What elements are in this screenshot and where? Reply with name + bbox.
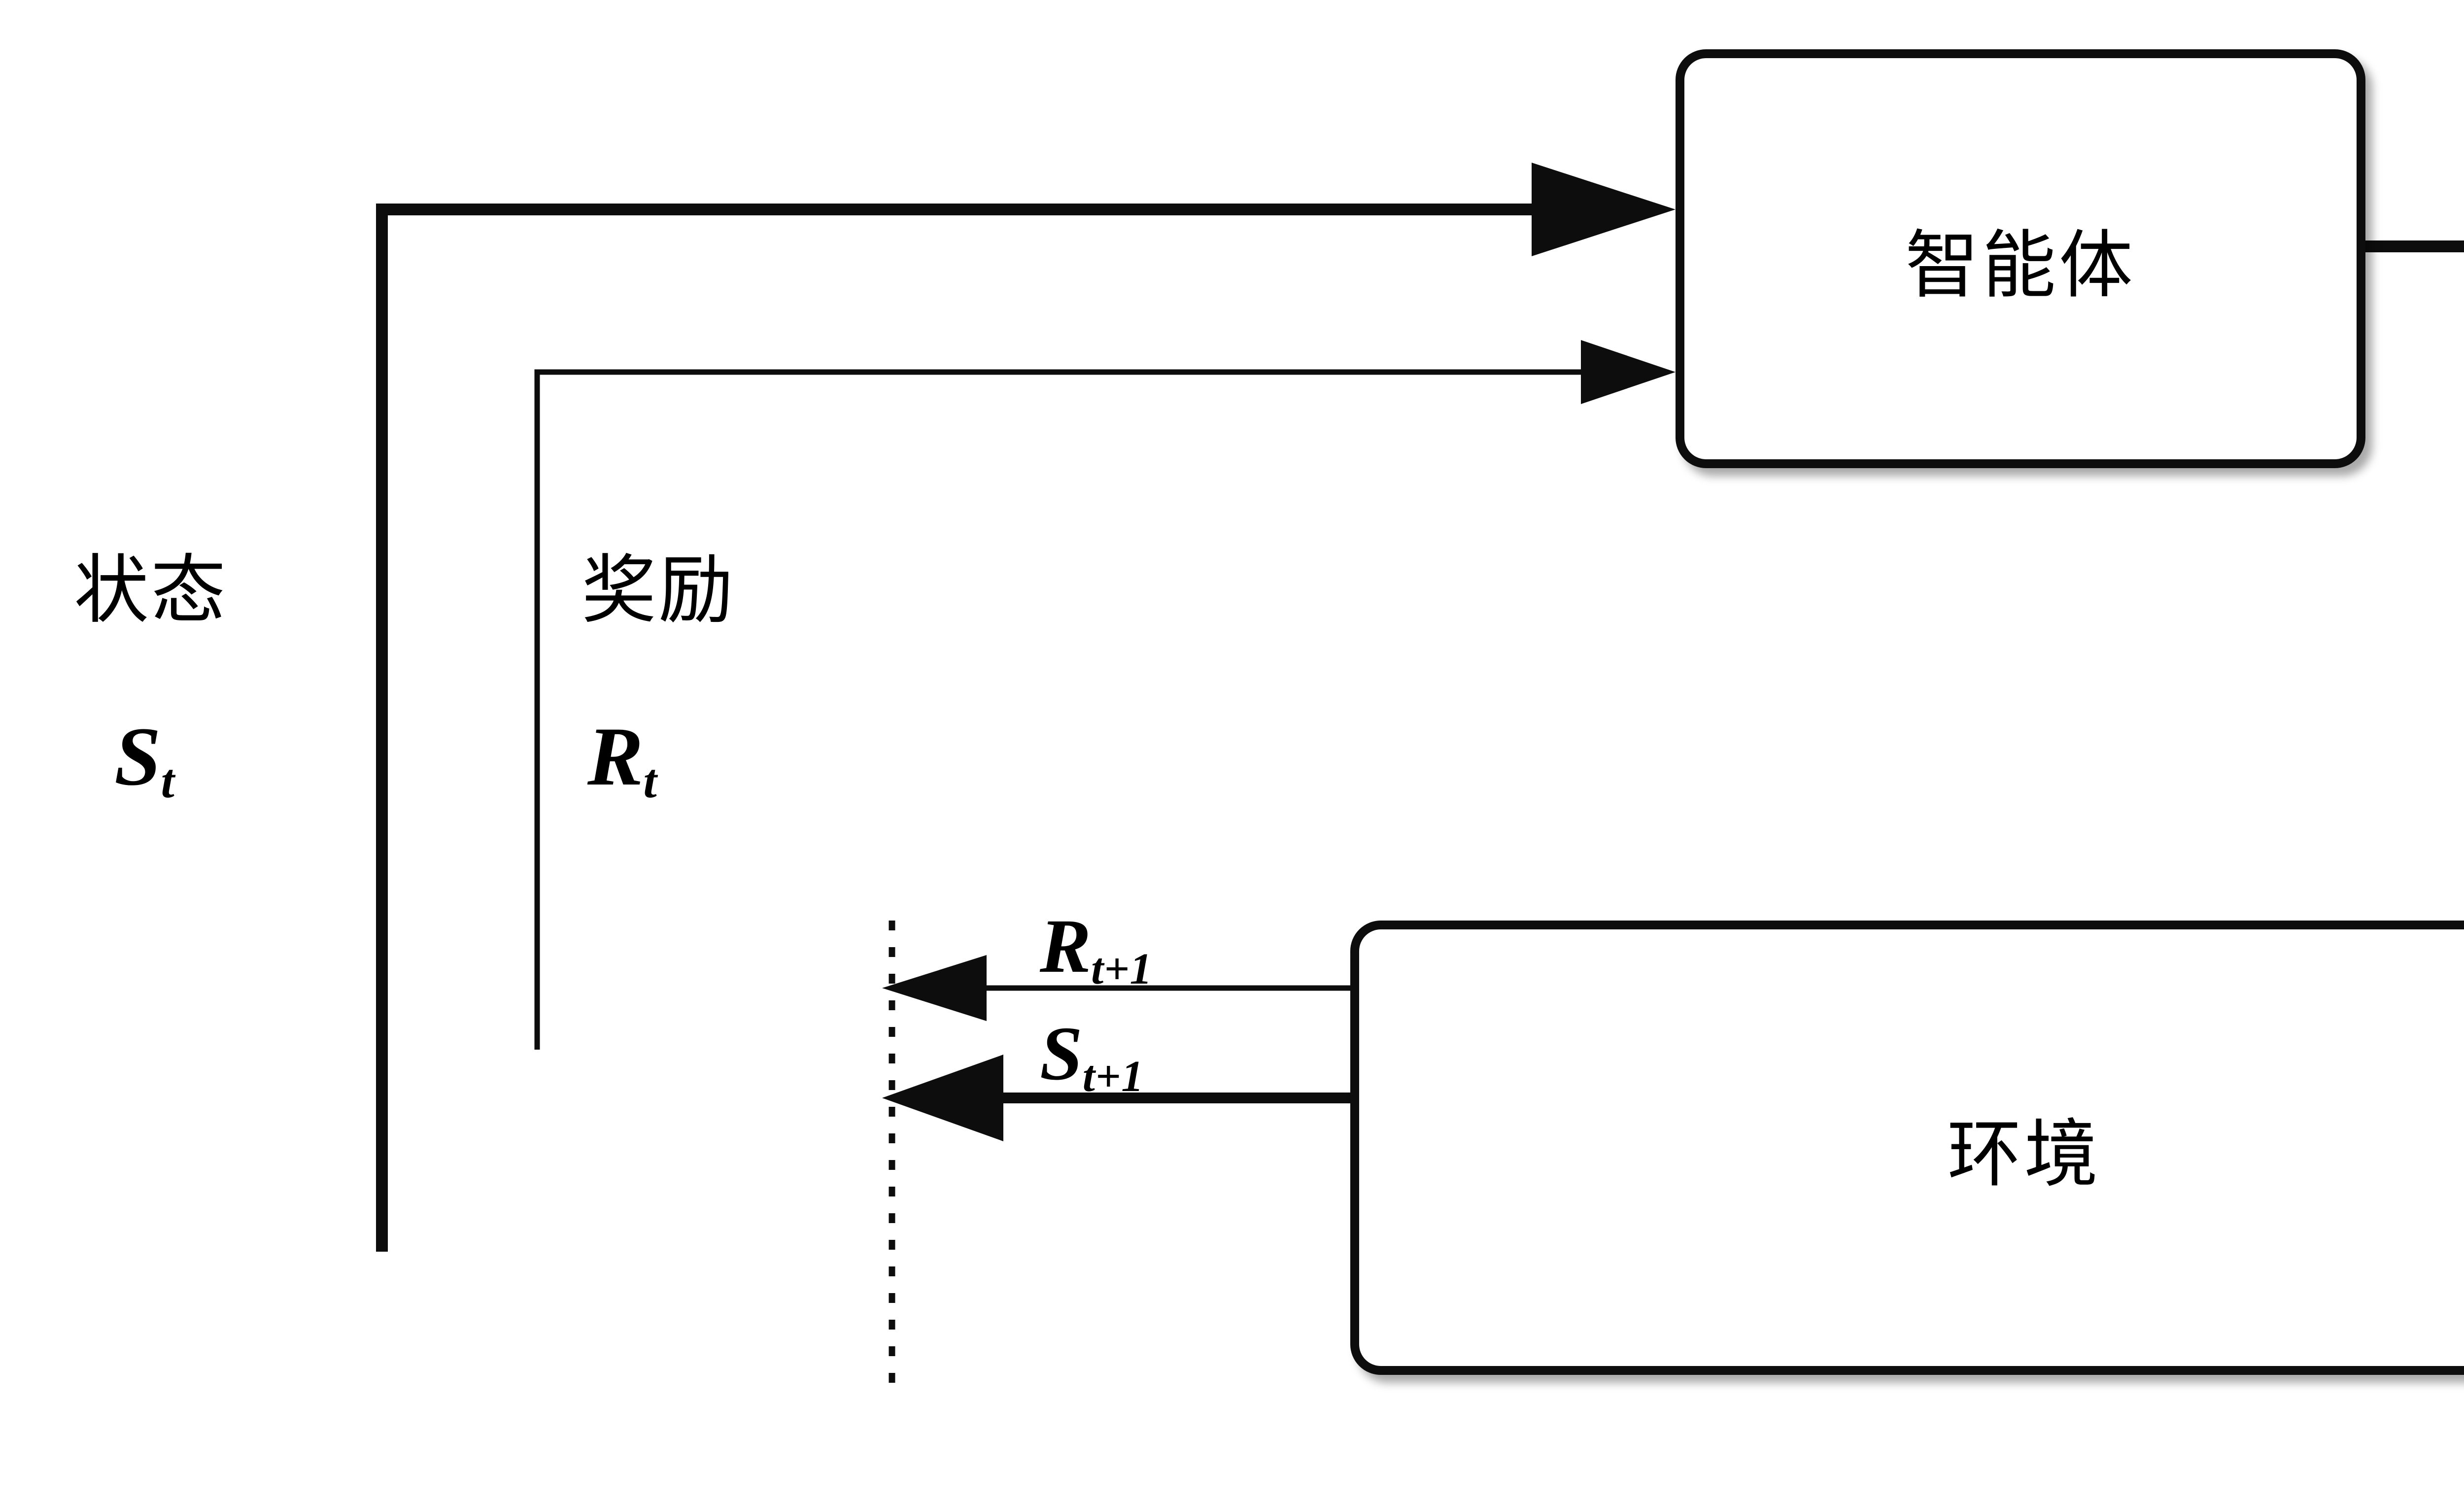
agent-node[interactable]: 智能体 bbox=[1676, 49, 2365, 468]
reward-symbol: Rt bbox=[587, 715, 657, 805]
reward-arrowhead-icon bbox=[1581, 340, 1676, 404]
environment-node[interactable]: 环境 bbox=[1350, 921, 2464, 1375]
edge-reward-to-agent bbox=[534, 340, 1676, 1050]
reward-next-base: R bbox=[1040, 903, 1092, 989]
state-next-base: S bbox=[1040, 1011, 1083, 1096]
state-next-subscript: t+1 bbox=[1082, 1051, 1144, 1101]
environment-node-label: 环境 bbox=[1947, 1111, 2101, 1197]
state-label: 状态 bbox=[74, 547, 228, 634]
state-symbol-base: S bbox=[114, 710, 161, 803]
reward-edge-line bbox=[534, 369, 1587, 1050]
reward-symbol-base: R bbox=[587, 710, 644, 803]
reward-next-symbol: Rt+1 bbox=[1040, 908, 1153, 991]
agent-node-label: 智能体 bbox=[1905, 222, 2136, 308]
reward-next-subscript: t+1 bbox=[1091, 943, 1153, 993]
state-arrowhead-icon bbox=[1532, 163, 1676, 256]
reward-label: 奖励 bbox=[582, 547, 735, 634]
edge-reward-next bbox=[882, 955, 1350, 1021]
state-edge-line bbox=[376, 204, 1542, 1252]
reward-next-arrowhead-icon bbox=[882, 955, 987, 1021]
figure-caption bbox=[103, 1463, 1680, 1501]
edge-state-to-agent bbox=[376, 163, 1676, 1252]
edge-state-next bbox=[882, 1055, 1350, 1141]
state-symbol: St bbox=[114, 715, 175, 805]
state-symbol-subscript: t bbox=[161, 754, 175, 808]
reward-symbol-subscript: t bbox=[643, 754, 657, 808]
state-next-symbol: St+1 bbox=[1040, 1015, 1144, 1098]
state-next-arrowhead-icon bbox=[882, 1055, 1003, 1141]
